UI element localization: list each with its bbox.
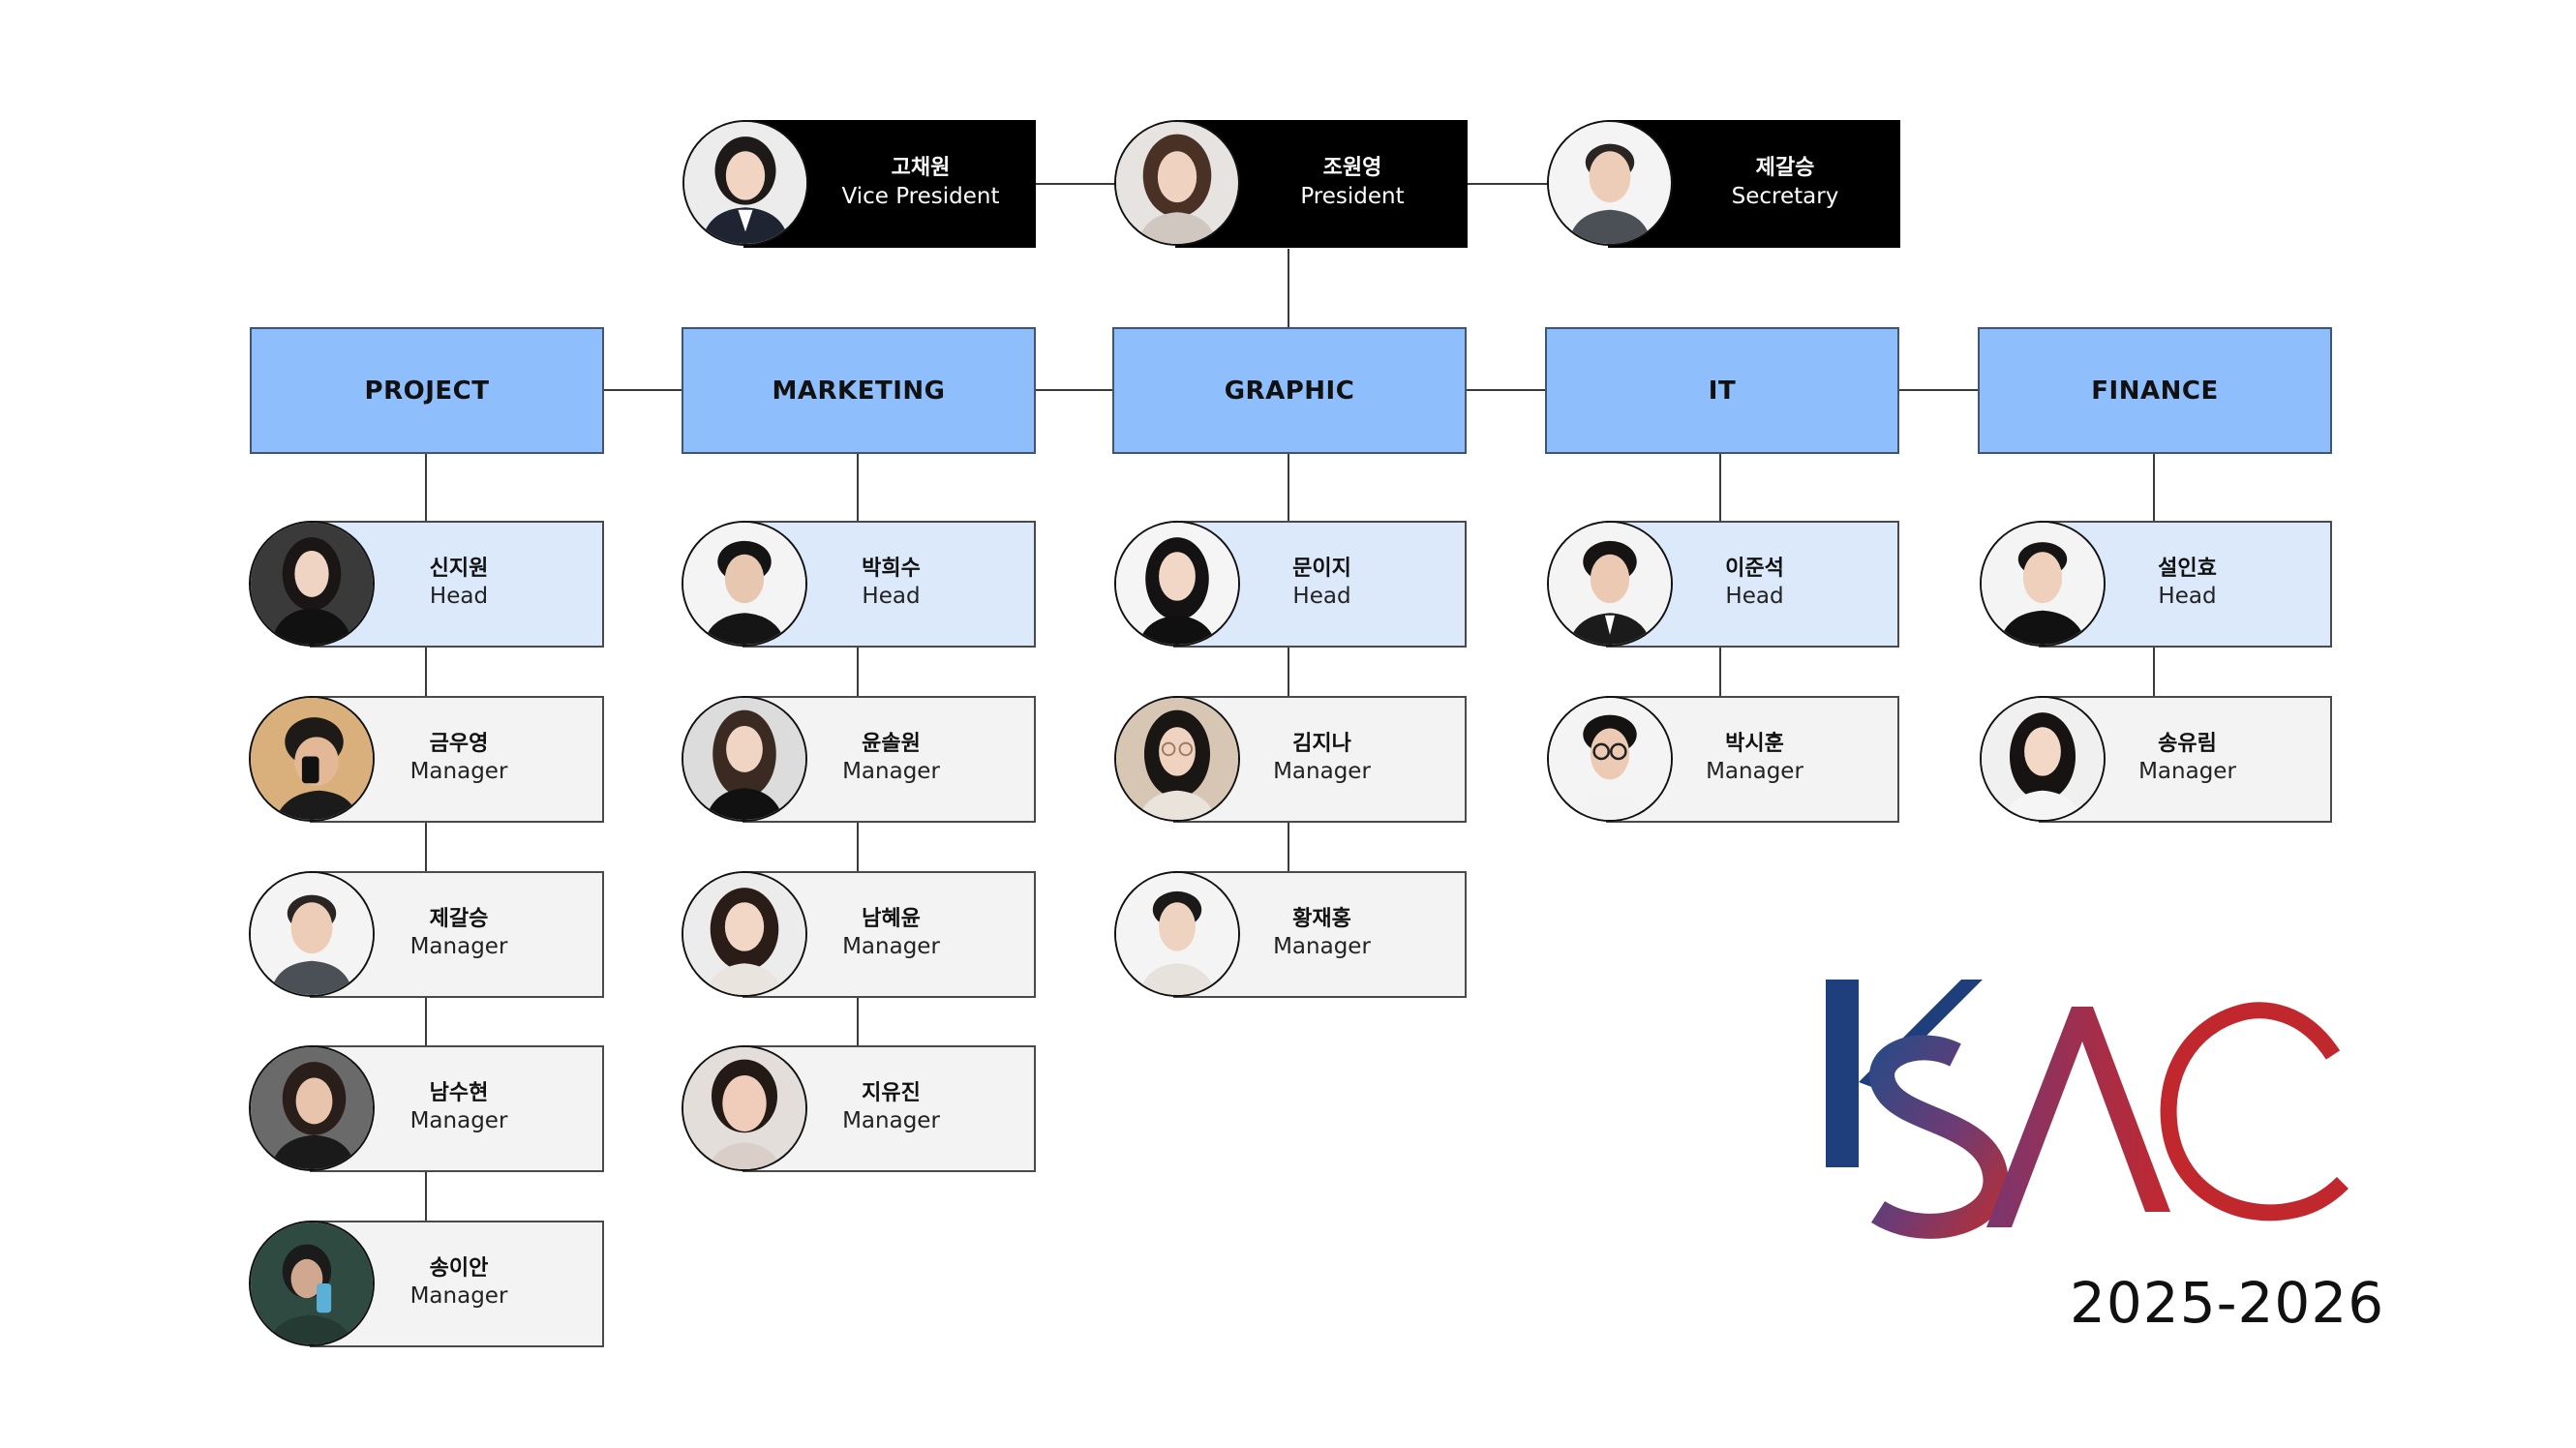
- connector-graphic-column: [1288, 452, 1289, 872]
- member-role: Secretary: [1731, 183, 1839, 209]
- department-label: FINANCE: [2091, 376, 2219, 406]
- member-role: Manager: [2138, 759, 2236, 785]
- member-text: 설인효 Head: [2041, 523, 2334, 646]
- member-name: 제갈승: [429, 906, 489, 931]
- member-name: 윤솔원: [862, 731, 921, 756]
- member-role: Manager: [409, 934, 508, 960]
- member-role: Manager: [1273, 934, 1371, 960]
- member-role: Manager: [842, 759, 940, 785]
- member-card-manager: 박시훈 Manager: [1606, 696, 1899, 823]
- member-text: 이준석 Head: [1608, 523, 1901, 646]
- member-name: 남수현: [429, 1080, 489, 1105]
- person-selfie-icon: [249, 1221, 375, 1346]
- member-text: 남수현 Manager: [312, 1047, 606, 1170]
- member-name: 조원영: [1322, 156, 1382, 181]
- member-text: 문이지 Head: [1175, 523, 1469, 646]
- member-role: Head: [2158, 584, 2217, 610]
- member-role: Head: [1725, 584, 1784, 610]
- person-man-portrait-icon: [249, 871, 375, 997]
- member-name: 황재홍: [1292, 906, 1351, 931]
- member-name: 제갈승: [1755, 156, 1815, 181]
- member-text: 박시훈 Manager: [1608, 698, 1901, 821]
- member-text: 금우영 Manager: [312, 698, 606, 821]
- person-woman-portrait-icon: [682, 696, 807, 822]
- member-text: 김지나 Manager: [1175, 698, 1469, 821]
- person-man-portrait-icon: [1547, 521, 1673, 647]
- member-role: Manager: [1273, 759, 1371, 785]
- member-role: Head: [1292, 584, 1351, 610]
- person-man-portrait-icon: [1547, 120, 1673, 246]
- connector-president-graphic: [1288, 249, 1289, 327]
- connector-project-column: [425, 452, 427, 1222]
- member-role: President: [1300, 183, 1405, 209]
- member-text: 제갈승 Manager: [312, 873, 606, 996]
- member-text: 송이안 Manager: [312, 1222, 606, 1345]
- member-text: 송유림 Manager: [2041, 698, 2334, 821]
- person-woman-portrait-icon: [682, 120, 808, 246]
- person-man-glasses-portrait-icon: [1547, 696, 1673, 822]
- member-name: 송유림: [2158, 731, 2217, 756]
- member-name: 김지나: [1292, 731, 1351, 756]
- person-woman-glasses-portrait-icon: [1114, 696, 1240, 822]
- member-name: 남혜윤: [862, 906, 921, 931]
- department-label: GRAPHIC: [1224, 376, 1355, 406]
- member-name: 지유진: [862, 1080, 921, 1105]
- department-label: PROJECT: [364, 376, 490, 406]
- member-name: 박시훈: [1725, 731, 1784, 756]
- member-name: 금우영: [429, 731, 489, 756]
- person-woman-portrait-icon: [682, 1045, 807, 1171]
- member-name: 박희수: [862, 556, 921, 581]
- person-man-portrait-icon: [682, 521, 807, 647]
- executive-text: 조원영 President: [1235, 122, 1470, 246]
- member-name: 문이지: [1292, 556, 1351, 581]
- year-label: 2025-2026: [2070, 1270, 2385, 1336]
- member-role: Manager: [1706, 759, 1803, 785]
- member-text: 박희수 Head: [744, 523, 1038, 646]
- member-name: 신지원: [429, 556, 489, 581]
- person-woman-portrait-icon: [1114, 521, 1240, 647]
- member-name: 고채원: [891, 156, 951, 181]
- member-text: 남혜윤 Manager: [744, 873, 1038, 996]
- member-role: Head: [862, 584, 921, 610]
- connector-president-secretary: [1468, 183, 1575, 185]
- department-label: IT: [1708, 376, 1737, 406]
- person-man-portrait-icon: [1114, 871, 1240, 997]
- department-label: MARKETING: [772, 376, 946, 406]
- member-text: 황재홍 Manager: [1175, 873, 1469, 996]
- member-text: 신지원 Head: [312, 523, 606, 646]
- member-role: Manager: [409, 1108, 508, 1134]
- member-text: 지유진 Manager: [744, 1047, 1038, 1170]
- member-name: 이준석: [1725, 556, 1784, 581]
- person-man-portrait-icon: [1980, 521, 2106, 647]
- connector-vp-president: [1035, 183, 1142, 185]
- person-woman-portrait-icon: [249, 1045, 375, 1171]
- department-it: IT: [1545, 327, 1899, 454]
- person-man-selfie-icon: [249, 696, 375, 822]
- executive-text: 고채원 Vice President: [803, 122, 1038, 246]
- person-woman-portrait-icon: [1114, 120, 1240, 246]
- member-name: 송이안: [429, 1255, 489, 1281]
- member-role: Manager: [842, 1108, 940, 1134]
- member-role: Head: [429, 584, 489, 610]
- department-project: PROJECT: [250, 327, 604, 454]
- person-woman-portrait-icon: [249, 521, 375, 647]
- member-text: 윤솔원 Manager: [744, 698, 1038, 821]
- member-role: Manager: [842, 934, 940, 960]
- ksac-logo: [1810, 968, 2362, 1249]
- member-role: Manager: [409, 759, 508, 785]
- member-role: Manager: [409, 1283, 508, 1310]
- person-woman-portrait-icon: [682, 871, 807, 997]
- department-marketing: MARKETING: [682, 327, 1036, 454]
- member-name: 설인효: [2158, 556, 2217, 581]
- person-woman-portrait-icon: [1980, 696, 2106, 822]
- department-graphic: GRAPHIC: [1112, 327, 1467, 454]
- department-finance: FINANCE: [1978, 327, 2332, 454]
- member-role: Vice President: [841, 183, 1000, 209]
- executive-text: 제갈승 Secretary: [1668, 122, 1902, 246]
